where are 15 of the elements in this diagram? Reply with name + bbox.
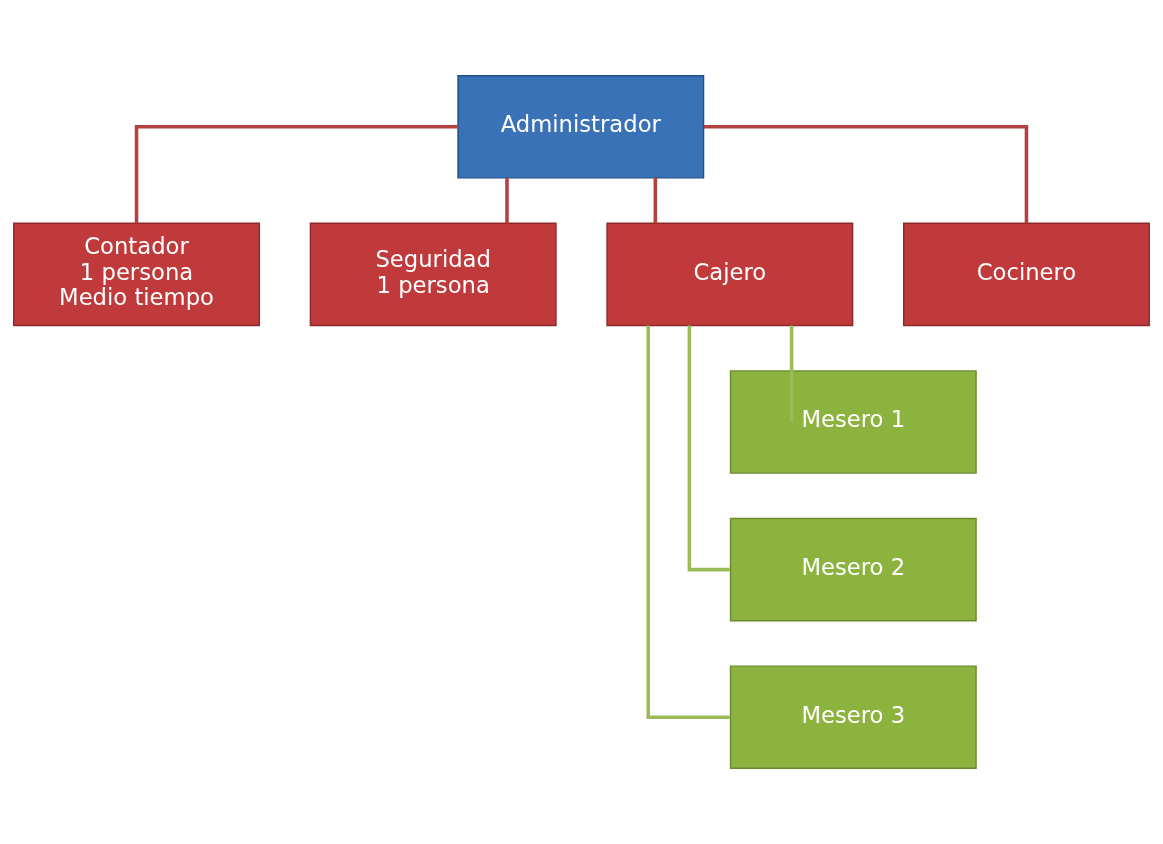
node-box: Mesero 3 — [729, 665, 977, 770]
connector — [653, 178, 658, 224]
connector — [703, 125, 1029, 224]
node-box: Cajero — [606, 222, 854, 327]
node-box: Administrador — [457, 74, 705, 179]
connector — [646, 325, 730, 719]
node-box: Mesero 2 — [729, 517, 977, 622]
connector — [687, 325, 730, 572]
connector — [505, 178, 509, 224]
node-box: Contador 1 persona Medio tiempo — [13, 222, 260, 327]
connector — [789, 325, 794, 422]
node-box: Seguridad 1 persona — [309, 222, 557, 327]
node-box: Mesero 1 — [729, 370, 977, 474]
node-box: Cocinero — [903, 222, 1150, 327]
connector — [134, 125, 458, 224]
